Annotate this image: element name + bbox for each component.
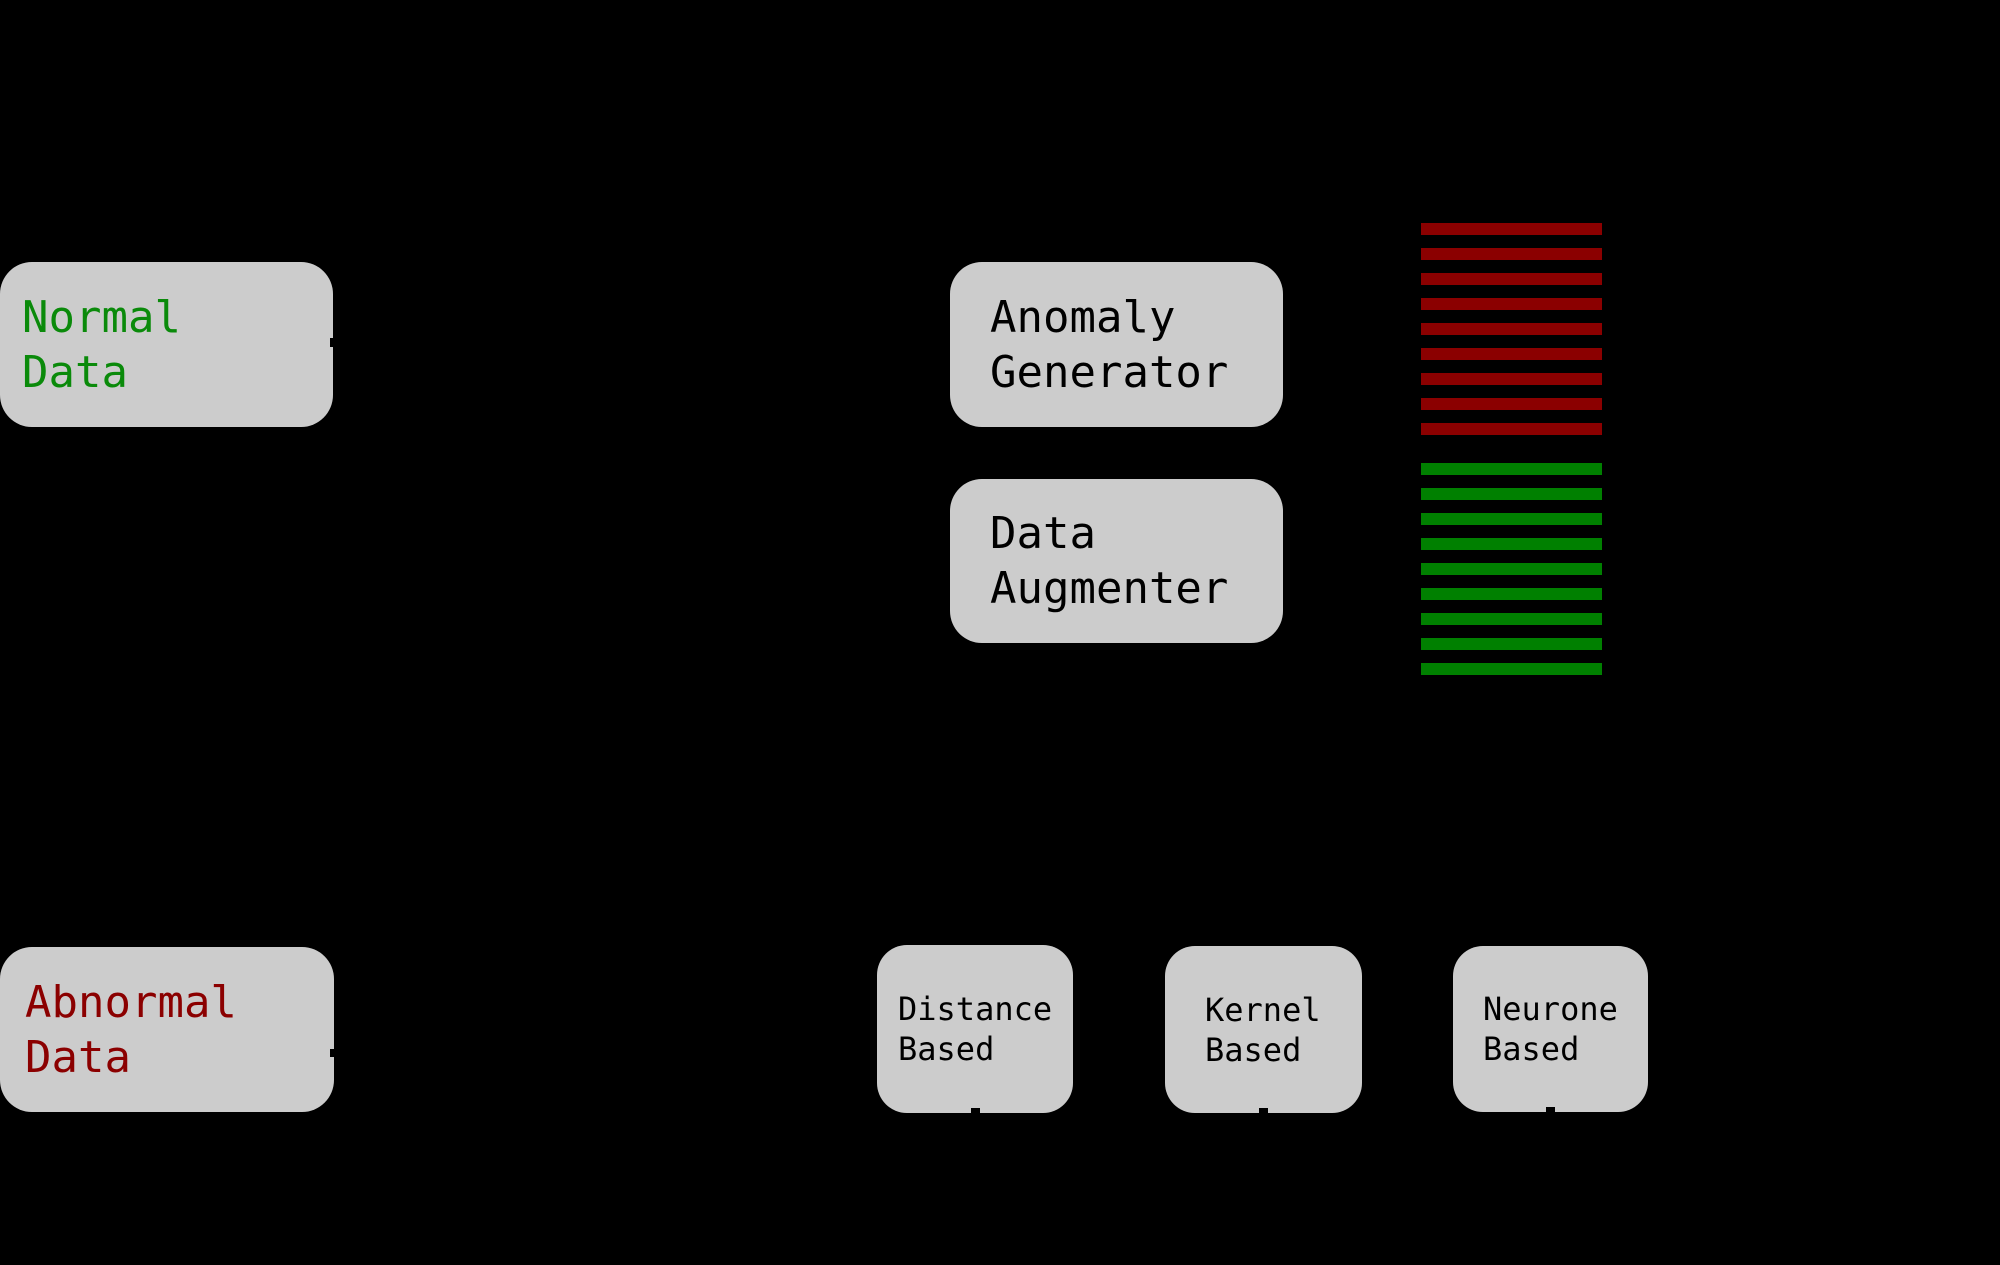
node-label-line: Based <box>1483 1030 1580 1068</box>
data-stripe <box>1421 348 1602 360</box>
node-normal-data: Normal Data <box>0 262 333 427</box>
node-label-line: Neurone <box>1483 990 1618 1028</box>
node-label-line: Data <box>25 1031 131 1083</box>
data-stripe <box>1421 423 1602 435</box>
data-stripe <box>1421 563 1602 575</box>
data-stripe <box>1421 613 1602 625</box>
arrow-stub <box>971 1108 980 1113</box>
node-distance-based: Distance Based <box>877 945 1073 1113</box>
node-label-line: Kernel <box>1205 990 1321 1029</box>
node-label-line: Augmenter <box>990 563 1229 614</box>
data-stripe <box>1421 373 1602 385</box>
arrow-stub <box>330 338 337 347</box>
node-label-line: Data <box>22 346 128 398</box>
node-label-line: Abnormal <box>25 976 237 1028</box>
data-stripe <box>1421 298 1602 310</box>
arrow-stub <box>1259 1108 1268 1113</box>
data-stripe <box>1421 463 1602 475</box>
node-kernel-based: Kernel Based <box>1165 946 1362 1113</box>
data-stripe <box>1421 273 1602 285</box>
data-stripe <box>1421 248 1602 260</box>
data-stripe <box>1421 513 1602 525</box>
arrow-stub <box>1546 1107 1555 1112</box>
data-stripe <box>1421 488 1602 500</box>
data-stripe <box>1421 398 1602 410</box>
node-abnormal-data: Abnormal Data <box>0 947 334 1112</box>
normal-data-stripe-stack <box>1421 463 1602 675</box>
node-data-augmenter: Data Augmenter <box>950 479 1283 643</box>
data-stripe <box>1421 663 1602 675</box>
node-label-line: Data <box>990 508 1096 559</box>
node-label-line: Anomaly <box>990 291 1176 343</box>
arrow-stub <box>330 1049 337 1057</box>
node-label-line: Generator <box>990 346 1229 398</box>
data-stripe <box>1421 588 1602 600</box>
node-label-line: Based <box>898 1030 995 1068</box>
data-stripe <box>1421 538 1602 550</box>
data-stripe <box>1421 323 1602 335</box>
node-anomaly-generator: Anomaly Generator <box>950 262 1283 427</box>
data-stripe <box>1421 223 1602 235</box>
node-label-line: Distance <box>898 990 1053 1028</box>
anomalous-data-stripe-stack <box>1421 223 1602 435</box>
node-label-line: Based <box>1205 1030 1302 1069</box>
node-neurone-based: Neurone Based <box>1453 946 1648 1112</box>
node-label-line: Normal <box>22 291 181 343</box>
data-stripe <box>1421 638 1602 650</box>
